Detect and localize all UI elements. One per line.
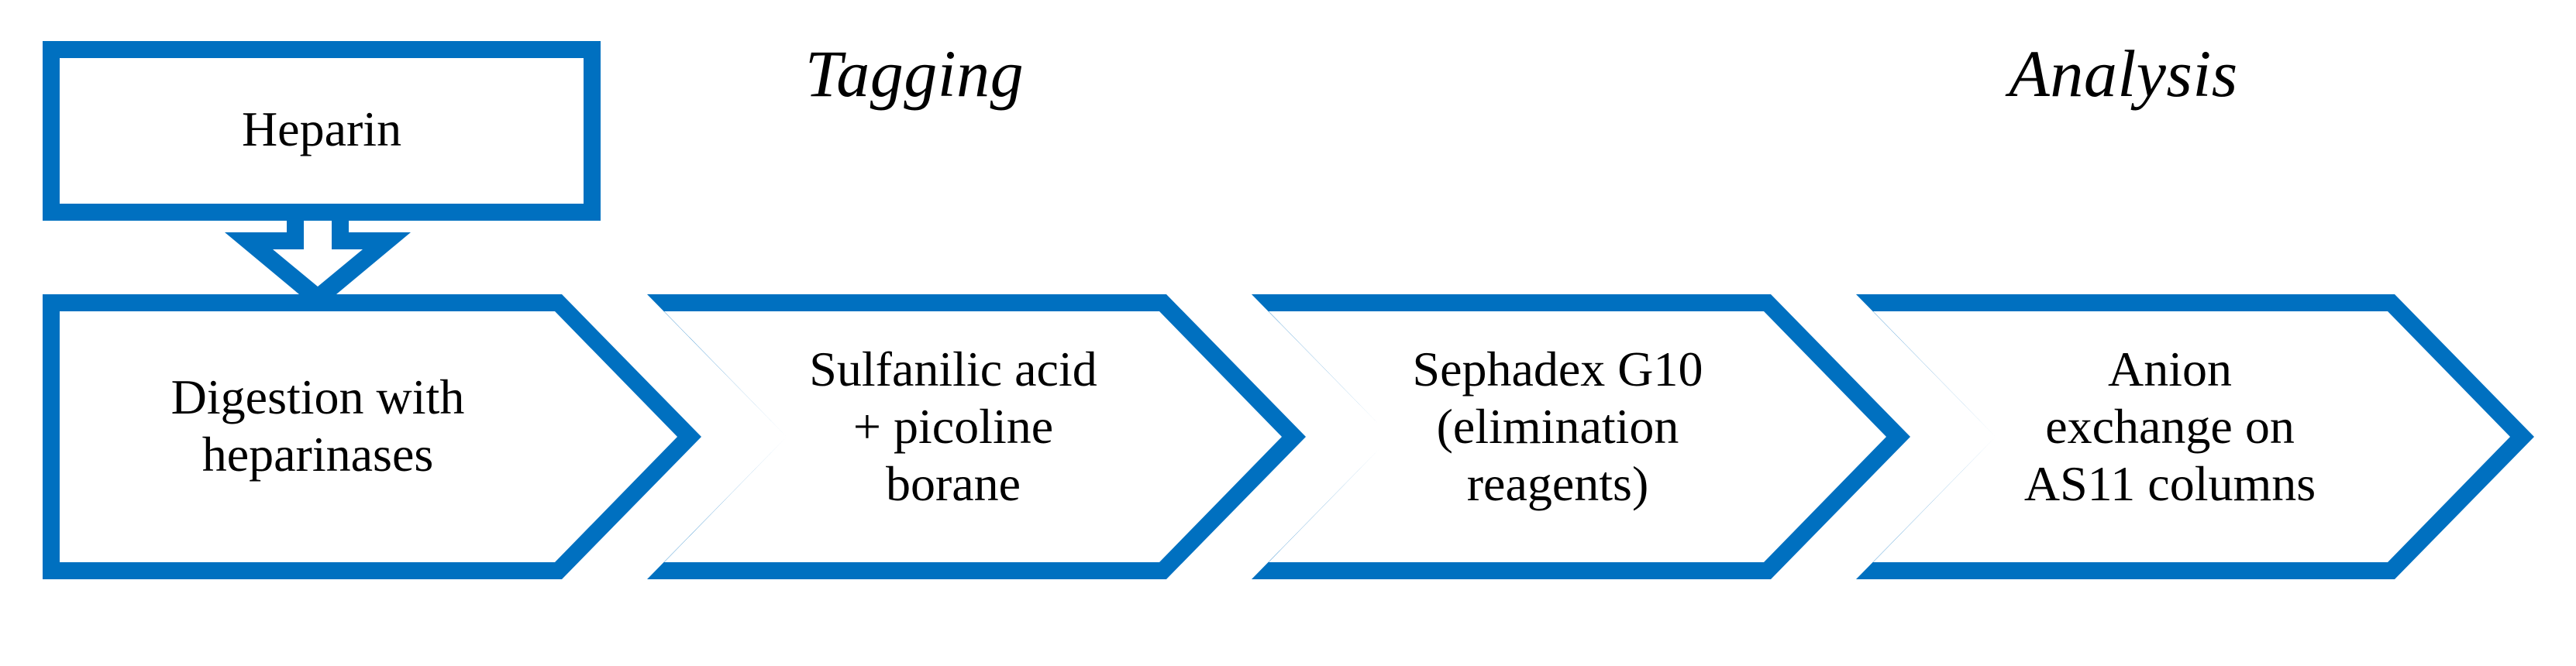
chevron-shape-2[interactable] bbox=[1252, 294, 1910, 579]
chevron-shape-0[interactable] bbox=[43, 294, 701, 579]
chevron-shape-1[interactable] bbox=[647, 294, 1306, 579]
heparin-box-shape[interactable] bbox=[43, 41, 601, 221]
chevron-shape-3[interactable] bbox=[1856, 294, 2534, 579]
down-arrow-shape bbox=[225, 204, 411, 310]
